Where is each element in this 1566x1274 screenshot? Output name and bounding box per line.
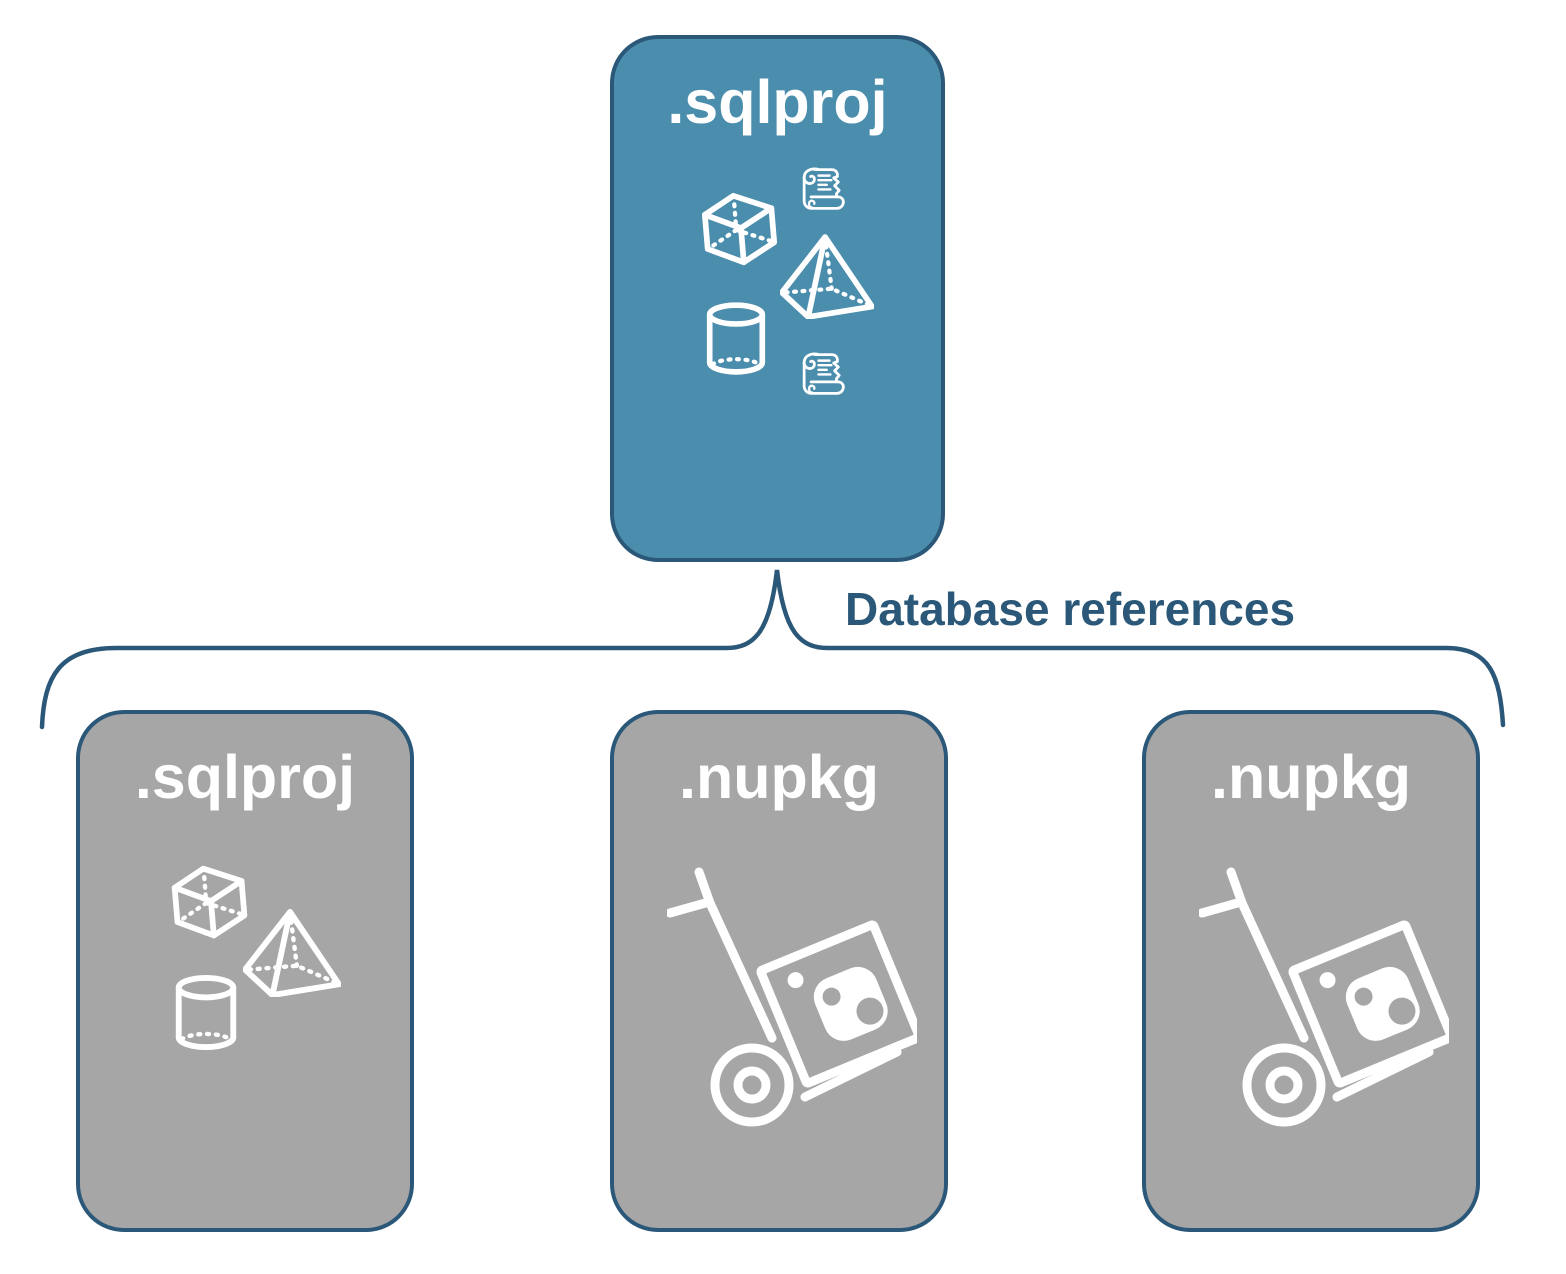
nuget-package-dolly-icon [670,872,917,1122]
nuget-package-dolly-icon [667,855,917,1127]
node-sqlproj-child: .sqlproj [76,710,414,1232]
cylinder-icon [710,305,763,372]
node-label: .sqlproj [667,68,888,136]
connector-label: Database references [845,583,1296,635]
node-nupkg-child-1: .nupkg [610,710,948,1232]
cube-icon [705,196,774,262]
node-nupkg-child-2: .nupkg [1142,710,1480,1232]
nuget-package-dolly-icon [1199,855,1449,1127]
node-label: .sqlproj [134,743,356,811]
sql-objects-icon-cluster [692,167,882,395]
node-label: .nupkg [1211,743,1411,811]
pyramid-icon [782,237,872,317]
script-scroll-icon [802,352,845,395]
nuget-package-dolly-icon [1202,872,1449,1122]
cube-icon [175,869,245,936]
script-scroll-icon [802,167,845,210]
node-label: .nupkg [679,743,879,811]
brace-connector [39,569,1506,730]
sql-objects-icon-cluster [165,859,345,1054]
cylinder-icon [179,978,234,1047]
pyramid-icon [245,912,339,995]
node-sqlproj-root: .sqlproj [610,35,945,562]
